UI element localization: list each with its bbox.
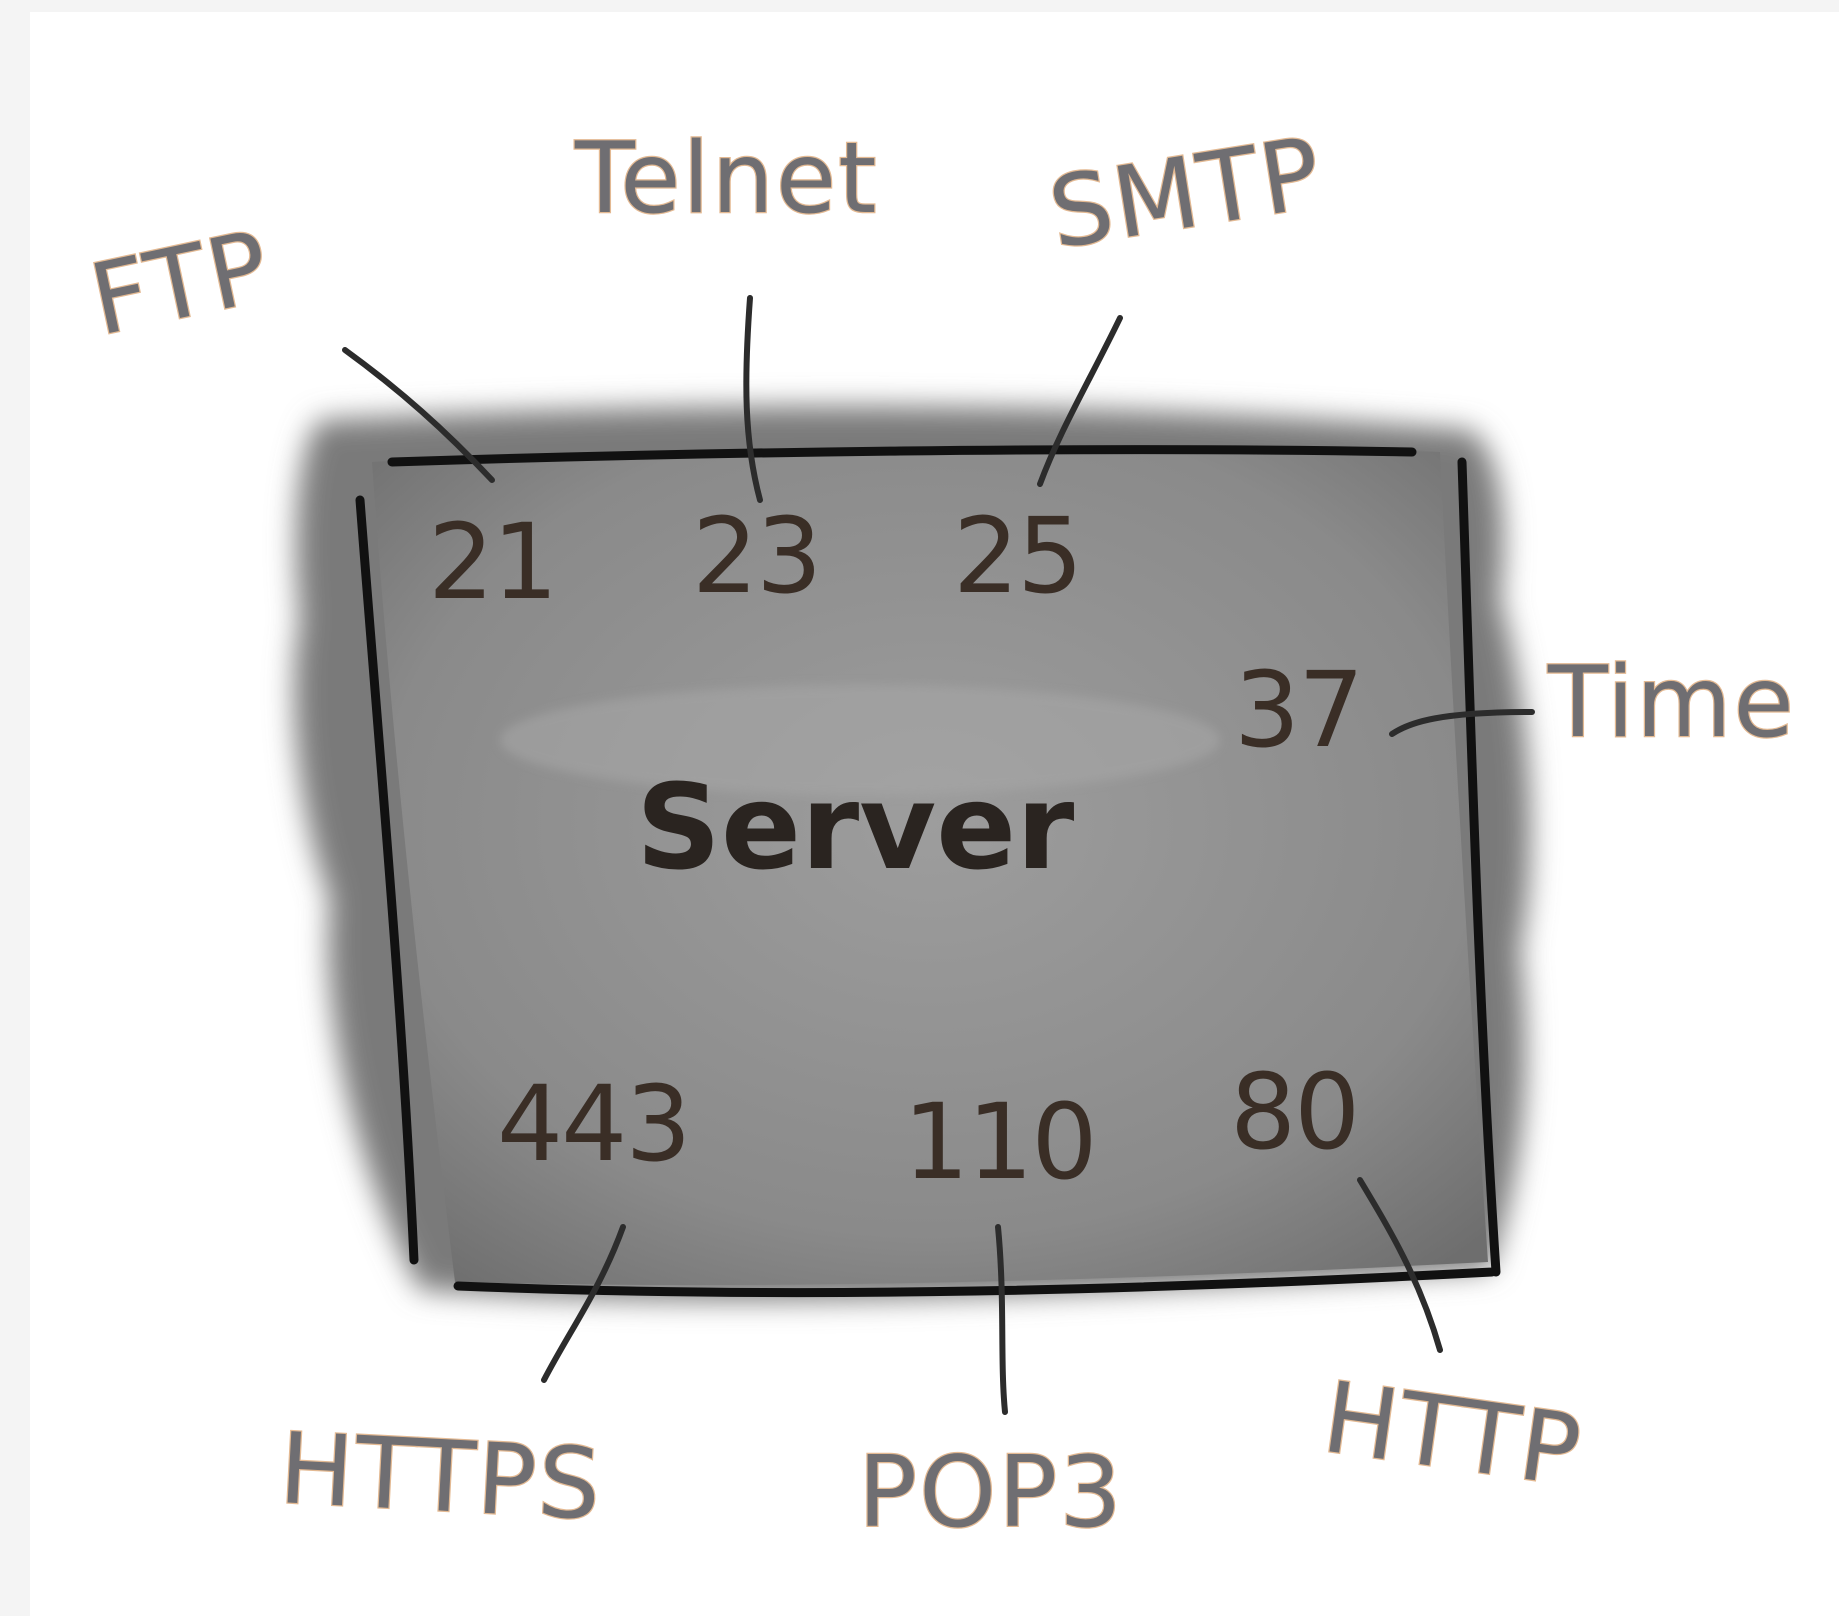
leader-line-ftp [342,347,495,483]
leader-line-time [1389,709,1535,737]
leader-line-http [1357,1177,1443,1353]
server-box-fill [372,446,1488,1286]
server-box-highlight [500,685,1220,795]
server-box-outline [355,445,1501,1298]
port-80: 80 [1230,1051,1358,1173]
protocol-https: HTTPS [277,1412,606,1543]
leader-line-telnet [743,295,763,503]
leader-line-pop3 [995,1224,1008,1415]
port-numbers: 21 23 25 37 443 110 80 [428,495,1364,1203]
port-21: 21 [428,501,556,623]
server-box [294,406,1531,1301]
leader-line-https [541,1224,626,1383]
leader-lines [342,295,1535,1415]
port-37: 37 [1234,649,1362,771]
leader-line-smtp [1037,315,1123,487]
port-25: 25 [953,495,1081,617]
protocol-time: Time [1547,646,1796,760]
port-443: 443 [497,1063,690,1185]
port-110: 110 [903,1081,1096,1203]
protocol-labels: FTP Telnet SMTP Time HTTPS POP3 HTTP [80,115,1796,1551]
server-label: Server [636,758,1074,896]
protocol-telnet: Telnet [574,122,879,236]
port-23: 23 [692,495,820,617]
protocol-pop3: POP3 [858,1436,1124,1550]
